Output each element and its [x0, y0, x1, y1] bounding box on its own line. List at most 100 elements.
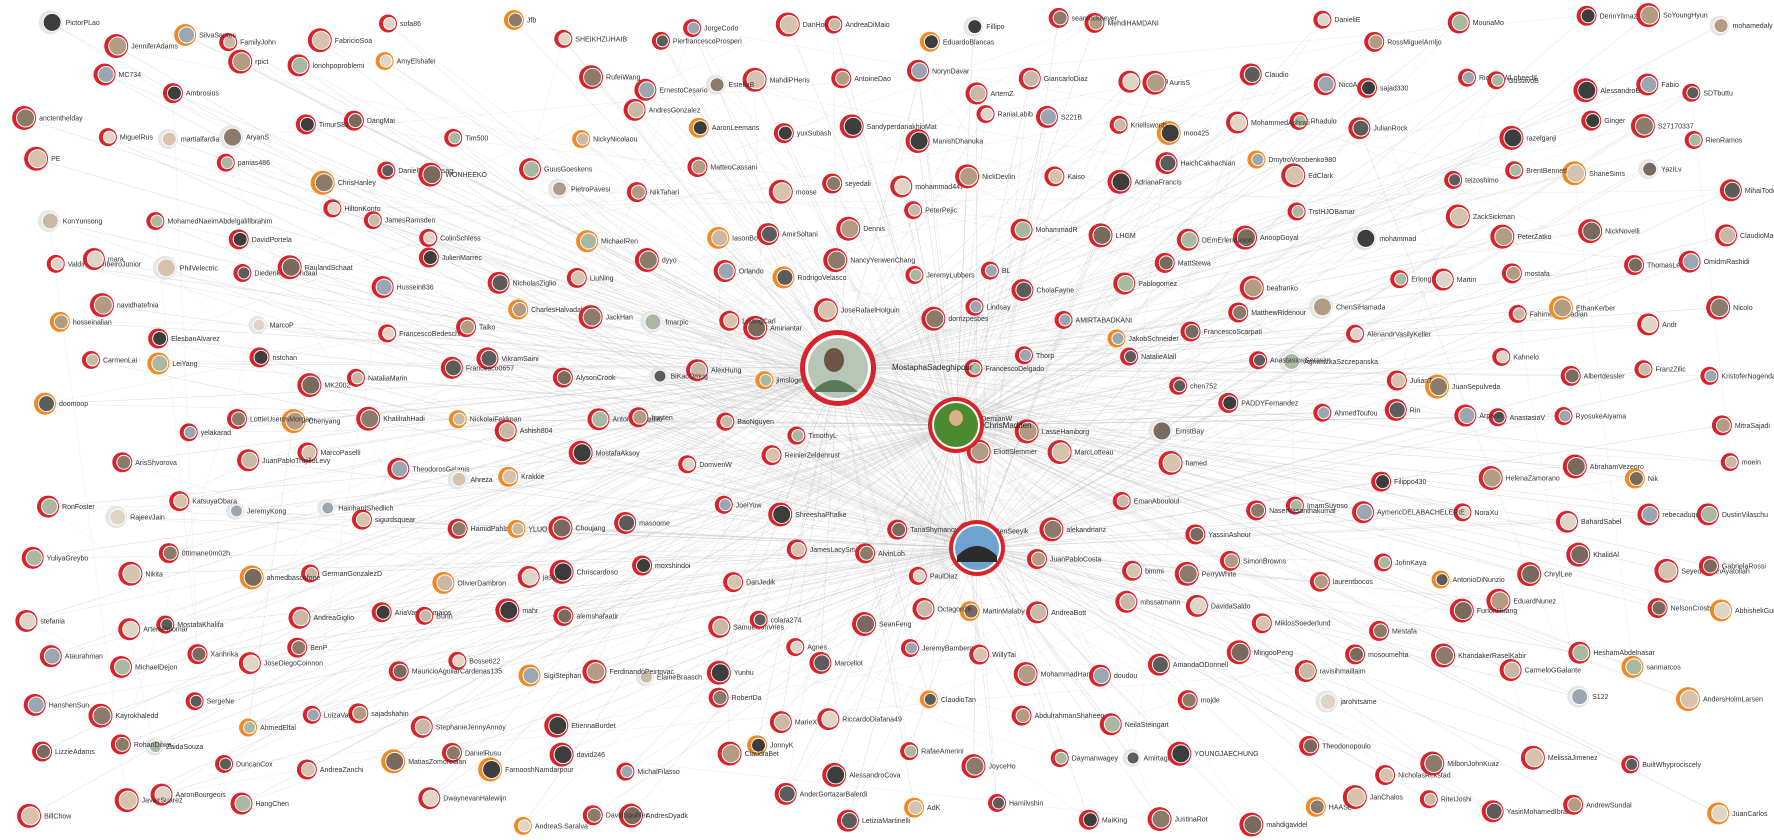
- node[interactable]: Nik: [1624, 468, 1659, 489]
- node[interactable]: JuanPabloCosta: [1026, 549, 1101, 570]
- node[interactable]: MaiKing: [1078, 809, 1127, 830]
- node[interactable]: ClaudioTan: [919, 690, 976, 709]
- node[interactable]: Amiriantar: [743, 315, 803, 340]
- node[interactable]: razelganji: [1499, 125, 1557, 150]
- node[interactable]: LHGM: [1088, 223, 1136, 248]
- node[interactable]: mojde: [1177, 690, 1220, 711]
- node[interactable]: MiguelRus: [98, 128, 154, 147]
- node[interactable]: FrancescoScarpati: [1180, 321, 1263, 342]
- node[interactable]: MichalFilasso: [616, 762, 680, 781]
- node[interactable]: Orlando: [713, 260, 764, 283]
- node[interactable]: fmarpic: [640, 310, 689, 333]
- node[interactable]: TheodorosGalanis: [387, 457, 470, 480]
- node[interactable]: MostafaKhalifa: [156, 615, 224, 634]
- node[interactable]: AaronLeemans: [688, 117, 760, 138]
- node[interactable]: WillyTai: [969, 644, 1016, 665]
- node[interactable]: PaulDiaz: [908, 566, 959, 585]
- node[interactable]: LottieUserosMorgan: [226, 408, 313, 429]
- node[interactable]: DuncanCox: [215, 754, 273, 773]
- node[interactable]: Amirtaghiz: [1122, 748, 1178, 767]
- node[interactable]: JeremyKong: [226, 501, 286, 520]
- node[interactable]: Francesco0657: [440, 356, 514, 379]
- node[interactable]: seyedali: [822, 173, 871, 194]
- node[interactable]: david246: [549, 742, 606, 767]
- node[interactable]: AlessandroCova: [822, 762, 901, 787]
- node[interactable]: S122: [1567, 685, 1609, 708]
- node[interactable]: GiancarloDiaz: [1018, 67, 1088, 90]
- node[interactable]: AgnieszkaSzczepanska: [1279, 350, 1378, 373]
- node[interactable]: HeshamAbdelnasar: [1568, 641, 1655, 664]
- node[interactable]: TanaShymanovich: [887, 519, 968, 540]
- node[interactable]: Kahnelo: [1492, 347, 1539, 366]
- node[interactable]: MatiasZomorodian: [381, 749, 466, 774]
- node[interactable]: mosoumehta: [1345, 644, 1409, 665]
- node[interactable]: SDTbuttu: [1682, 83, 1733, 102]
- hub-node-mostapha[interactable]: MostaphaSadeghipour: [800, 330, 973, 406]
- node[interactable]: KhandakerRaselKabir: [1431, 643, 1527, 668]
- node[interactable]: AndersHolmLarsen: [1675, 687, 1763, 712]
- node[interactable]: MohammadR: [1010, 218, 1078, 241]
- node[interactable]: AntonioDiNunzio: [1431, 570, 1505, 589]
- node[interactable]: MarcoP: [248, 315, 294, 334]
- node[interactable]: RafaeAmerini: [900, 742, 964, 761]
- node[interactable]: SergeNe: [185, 692, 235, 711]
- node[interactable]: PierfrancescoProsperi: [651, 31, 742, 50]
- node[interactable]: JavierSuarez: [114, 788, 183, 813]
- node[interactable]: mara: [82, 248, 124, 271]
- node[interactable]: ArtemPolomar: [118, 618, 189, 641]
- node[interactable]: ClaudiaBet: [717, 741, 779, 766]
- node[interactable]: NatalieAlall: [1120, 347, 1177, 366]
- node[interactable]: Ginger: [1581, 110, 1626, 131]
- node[interactable]: EmanAbouloul: [1112, 491, 1180, 510]
- node[interactable]: beafranko: [1239, 275, 1298, 300]
- node[interactable]: JohnKaya: [1374, 553, 1426, 572]
- node[interactable]: RienRamos: [1684, 130, 1743, 149]
- node[interactable]: CharlesHalvadal: [508, 299, 583, 320]
- node[interactable]: NikTahari: [626, 182, 680, 203]
- node[interactable]: RaulandSchaat: [277, 255, 353, 280]
- node[interactable]: FerdinandoPeirtovac: [582, 659, 675, 684]
- node[interactable]: Mestafa: [1369, 620, 1417, 641]
- node[interactable]: AdrianaFrancis: [1107, 169, 1183, 194]
- node[interactable]: jimsloger: [755, 371, 805, 390]
- node[interactable]: AmandaODonnell: [1147, 653, 1229, 676]
- node[interactable]: alekandrianz: [1039, 517, 1107, 542]
- node[interactable]: teizoshimo: [1444, 170, 1499, 189]
- node[interactable]: masoome: [614, 511, 670, 534]
- node[interactable]: Lindsay: [965, 297, 1011, 316]
- node[interactable]: LudvigCarl: [719, 310, 776, 331]
- node[interactable]: JuanCarlos: [1707, 802, 1768, 825]
- node[interactable]: anctenthelday: [12, 105, 83, 130]
- node[interactable]: SHEIKHZUHAIB: [554, 29, 627, 48]
- node[interactable]: SimonBrowns: [1219, 550, 1287, 571]
- node[interactable]: JakobSchneider: [1107, 329, 1179, 348]
- node[interactable]: 0ttimane0m02h: [158, 543, 230, 564]
- hub-node-chrismadden[interactable]: ChrisMadden: [928, 397, 1032, 453]
- node[interactable]: YasinMohamedIbrahim: [1481, 800, 1579, 823]
- node[interactable]: DavidPortela: [228, 229, 292, 250]
- node[interactable]: MartinMalaby: [959, 601, 1026, 622]
- node[interactable]: stefania: [15, 609, 65, 632]
- node[interactable]: doudou: [1088, 664, 1137, 687]
- node[interactable]: BillChow: [17, 803, 72, 828]
- node[interactable]: Andr: [1637, 313, 1678, 336]
- node[interactable]: ChenSiHamada: [1308, 294, 1386, 319]
- node[interactable]: TimurS82: [295, 114, 349, 135]
- node[interactable]: moxshindoi: [632, 555, 691, 576]
- node[interactable]: FamilyJohn: [219, 33, 276, 52]
- node[interactable]: YaziLv: [1638, 159, 1682, 180]
- node[interactable]: MehdiHAMDANI: [1084, 12, 1159, 33]
- node[interactable]: MichaelRen: [576, 230, 638, 253]
- node[interactable]: Thorp: [1014, 346, 1054, 365]
- node[interactable]: PictorPLao: [38, 10, 100, 35]
- node[interactable]: EduardoBlancas: [919, 31, 995, 52]
- node[interactable]: KristoferNogendahl: [1700, 366, 1774, 385]
- node[interactable]: Kayrokhaledd: [88, 703, 158, 728]
- node[interactable]: AbrahamVezeoro: [1562, 454, 1644, 479]
- node[interactable]: JenniferAdams: [104, 34, 178, 59]
- node[interactable]: AlessandroBuffi: [1573, 78, 1650, 103]
- node[interactable]: Agnes: [786, 638, 828, 657]
- node[interactable]: ReinierZeldenrust: [761, 445, 840, 466]
- node[interactable]: RichardWLoheedII: [1458, 68, 1537, 87]
- node[interactable]: panias486: [216, 153, 270, 172]
